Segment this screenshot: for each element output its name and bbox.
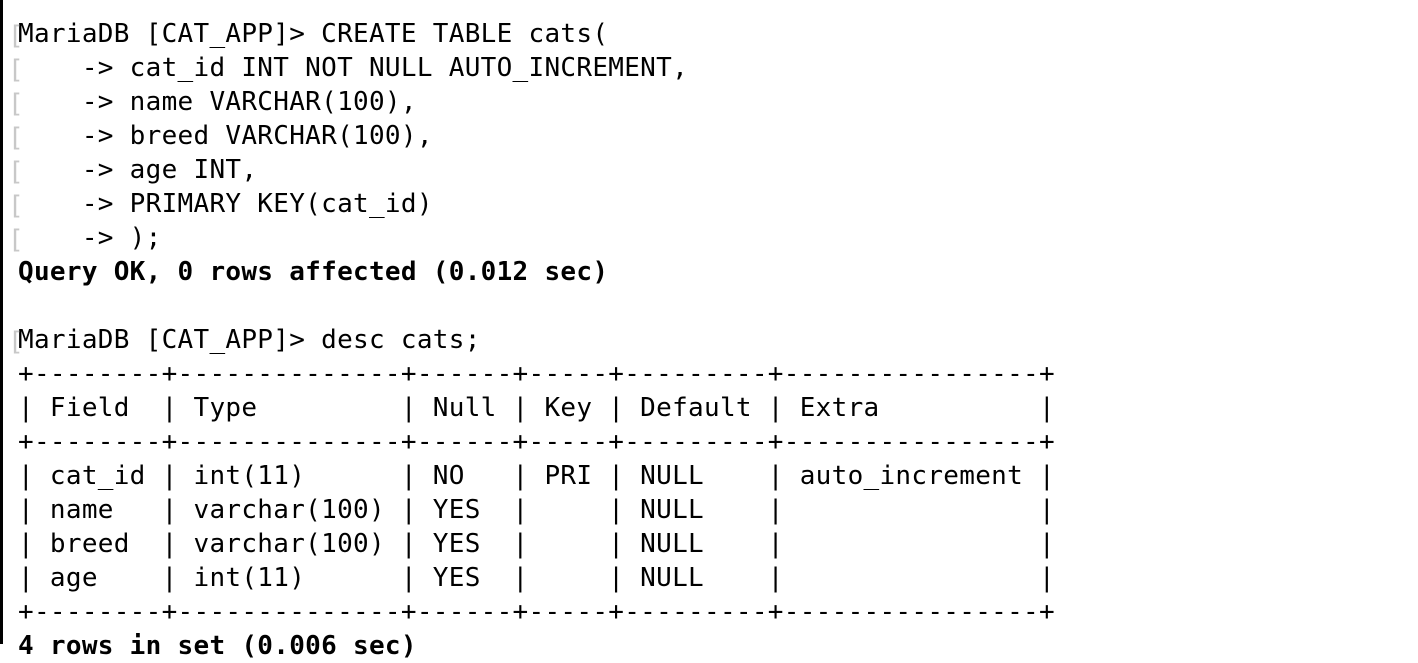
terminal-line-text: +--------+--------------+------+-----+--… [18, 597, 1055, 627]
wrap-bracket-icon: [ [8, 191, 24, 221]
terminal-line: 4 rows in set (0.006 sec) [14, 629, 1055, 663]
terminal-line [14, 289, 1055, 323]
terminal-line-text: Query OK, 0 rows affected (0.012 sec) [18, 257, 609, 287]
terminal-line-text: | age | int(11) | YES | | NULL | | [18, 563, 1055, 593]
terminal-line-text: +--------+--------------+------+-----+--… [18, 427, 1055, 457]
terminal-line-text: -> age INT, [18, 155, 258, 185]
terminal-line: | name | varchar(100) | YES | | NULL | | [14, 493, 1055, 527]
wrap-bracket-icon: [ [8, 123, 24, 153]
wrap-bracket-icon: [ [8, 225, 24, 255]
terminal-line: [ -> age INT, [8, 153, 1055, 187]
terminal-line: [MariaDB [CAT_APP]> desc cats; [8, 323, 1055, 357]
terminal-line-text: | cat_id | int(11) | NO | PRI | NULL | a… [18, 461, 1055, 491]
terminal-line: [ -> PRIMARY KEY(cat_id) [8, 187, 1055, 221]
terminal-line-text: -> name VARCHAR(100), [18, 87, 417, 117]
terminal-line-text: | name | varchar(100) | YES | | NULL | | [18, 495, 1055, 525]
terminal-line: | cat_id | int(11) | NO | PRI | NULL | a… [14, 459, 1055, 493]
wrap-bracket-icon: [ [8, 327, 24, 357]
terminal-output: [MariaDB [CAT_APP]> CREATE TABLE cats([ … [8, 17, 1055, 663]
terminal-line: [ -> breed VARCHAR(100), [8, 119, 1055, 153]
terminal-line: [MariaDB [CAT_APP]> CREATE TABLE cats( [8, 17, 1055, 51]
terminal-line-text: 4 rows in set (0.006 sec) [18, 631, 417, 661]
terminal-line-text: -> breed VARCHAR(100), [18, 121, 433, 151]
terminal-line-text: MariaDB [CAT_APP]> desc cats; [18, 325, 481, 355]
terminal-line-text: +--------+--------------+------+-----+--… [18, 359, 1055, 389]
terminal-line-text: | breed | varchar(100) | YES | | NULL | … [18, 529, 1055, 559]
terminal-line-text: -> cat_id INT NOT NULL AUTO_INCREMENT, [18, 53, 689, 83]
wrap-bracket-icon: [ [8, 89, 24, 119]
terminal-line-text: | Field | Type | Null | Key | Default | … [18, 393, 1055, 423]
terminal-line: +--------+--------------+------+-----+--… [14, 357, 1055, 391]
terminal-line: [ -> name VARCHAR(100), [8, 85, 1055, 119]
terminal-line-text [14, 291, 18, 321]
terminal-line: | age | int(11) | YES | | NULL | | [14, 561, 1055, 595]
terminal-line: | Field | Type | Null | Key | Default | … [14, 391, 1055, 425]
terminal-line: +--------+--------------+------+-----+--… [14, 425, 1055, 459]
terminal-line: Query OK, 0 rows affected (0.012 sec) [14, 255, 1055, 289]
terminal-line-text: -> PRIMARY KEY(cat_id) [18, 189, 433, 219]
terminal-line-text: MariaDB [CAT_APP]> CREATE TABLE cats( [18, 19, 609, 49]
terminal-line: +--------+--------------+------+-----+--… [14, 595, 1055, 629]
terminal-line: [ -> ); [8, 221, 1055, 255]
wrap-bracket-icon: [ [8, 55, 24, 85]
terminal-line: [ -> cat_id INT NOT NULL AUTO_INCREMENT, [8, 51, 1055, 85]
wrap-bracket-icon: [ [8, 157, 24, 187]
terminal-line: | breed | varchar(100) | YES | | NULL | … [14, 527, 1055, 561]
wrap-bracket-icon: [ [8, 21, 24, 51]
terminal-line-text: -> ); [18, 223, 162, 253]
